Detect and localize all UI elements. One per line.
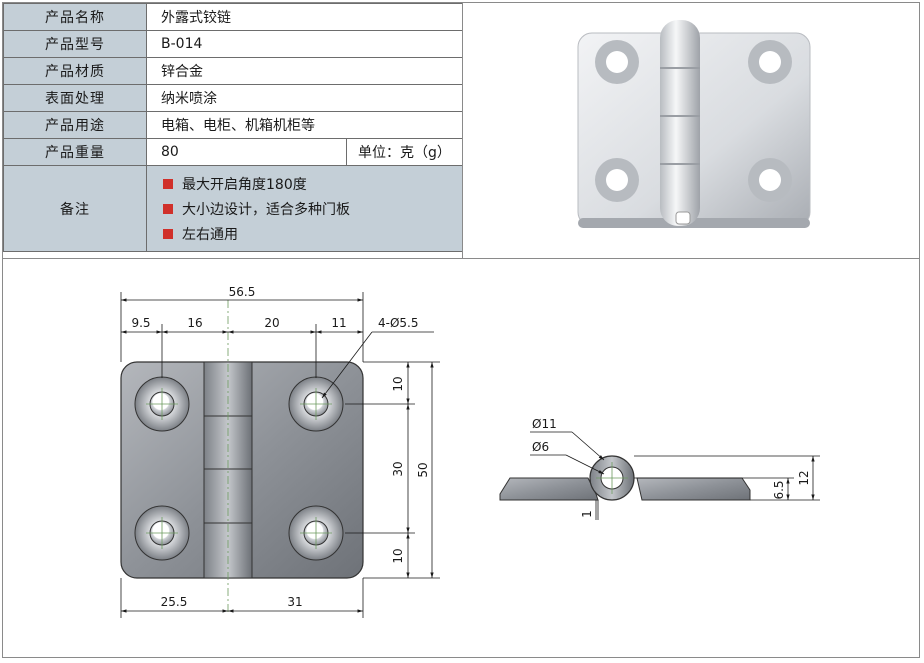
spec-row-material: 产品材质 锌合金 xyxy=(3,57,463,85)
dim-thickness: 1 xyxy=(580,510,594,518)
spec-table: 产品名称 外露式铰链 产品型号 B-014 产品材质 锌合金 表面处理 纳米喷涂… xyxy=(3,3,463,252)
spec-value: 电箱、电柜、机箱机柜等 xyxy=(146,111,463,139)
note-item: 大小边设计，适合多种门板 xyxy=(163,196,462,221)
front-dimension-lines xyxy=(120,292,440,618)
dim-overall-height: 50 xyxy=(416,462,430,477)
note-item: 左右通用 xyxy=(163,221,462,246)
dim-inner-diameter: Ø6 xyxy=(532,440,549,454)
dim-top-segment: 11 xyxy=(331,316,346,330)
red-square-bullet-icon xyxy=(163,228,173,239)
dim-right-stack: 10 xyxy=(391,376,405,391)
spec-value: 锌合金 xyxy=(146,57,463,85)
dim-outer-diameter: Ø11 xyxy=(532,417,557,431)
dim-pin-height: 6.5 xyxy=(772,480,786,499)
dim-bottom-right: 31 xyxy=(287,595,302,609)
spec-row-notes: 备注 最大开启角度180度 大小边设计，适合多种门板 左右通用 xyxy=(3,165,463,252)
front-view-drawing: 56.5 9.5 16 20 11 4-Ø5.5 10 30 10 50 25.… xyxy=(120,285,440,618)
weight-unit: 单位：克（g） xyxy=(346,138,463,166)
mount-holes xyxy=(134,376,344,561)
note-text: 左右通用 xyxy=(182,226,238,243)
spec-row-weight: 产品重量 80 单位：克（g） xyxy=(3,138,463,166)
dim-overall-width: 56.5 xyxy=(229,285,256,299)
red-square-bullet-icon xyxy=(163,178,173,189)
dim-right-stack: 10 xyxy=(391,548,405,563)
note-item: 最大开启角度180度 xyxy=(163,171,462,196)
side-view-drawing: Ø11 Ø6 1 6.5 12 xyxy=(499,417,820,520)
note-text: 大小边设计，适合多种门板 xyxy=(182,201,350,218)
spec-value: 外露式铰链 xyxy=(146,3,463,31)
spec-row-model: 产品型号 B-014 xyxy=(3,30,463,58)
dim-bottom-left: 25.5 xyxy=(161,595,188,609)
dim-top-segment: 9.5 xyxy=(131,316,150,330)
red-square-bullet-icon xyxy=(163,203,173,214)
vertical-divider xyxy=(462,2,463,259)
hinge-photo xyxy=(577,20,811,228)
notes-label: 备注 xyxy=(3,165,147,252)
spec-label: 表面处理 xyxy=(3,84,147,112)
dim-top-segment: 16 xyxy=(187,316,202,330)
spec-row-usage: 产品用途 电箱、电柜、机箱机柜等 xyxy=(3,111,463,139)
dim-top-segment: 20 xyxy=(264,316,279,330)
dim-total-height: 12 xyxy=(797,470,811,485)
spec-label: 产品材质 xyxy=(3,57,147,85)
spec-value: B-014 xyxy=(146,30,463,58)
side-dimension-lines xyxy=(530,431,820,520)
dim-hole-callout: 4-Ø5.5 xyxy=(378,316,419,330)
notes-list: 最大开启角度180度 大小边设计，适合多种门板 左右通用 xyxy=(146,165,463,252)
spec-value: 80 xyxy=(146,138,347,166)
horizontal-divider xyxy=(2,258,920,259)
note-text: 最大开启角度180度 xyxy=(182,176,307,193)
dim-right-stack: 30 xyxy=(391,461,405,476)
